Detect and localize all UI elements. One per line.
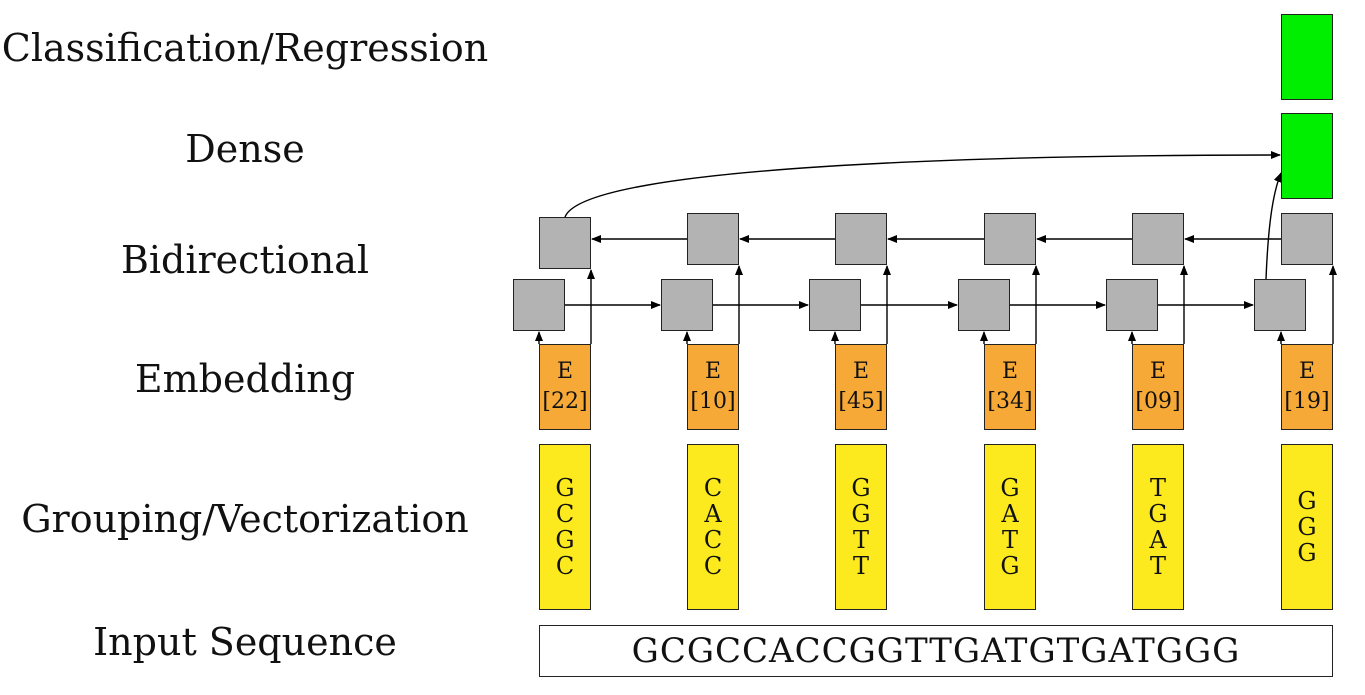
embedding-box: E [22] (539, 344, 591, 430)
base-letter: G (555, 474, 575, 502)
dense-box (1281, 113, 1333, 199)
embedding-box: E [09] (1132, 344, 1184, 430)
label-dense: Dense (185, 127, 305, 171)
label-bidirectional: Bidirectional (120, 238, 370, 282)
embedding-letter: E (556, 359, 574, 384)
embedding-index: [10] (690, 389, 736, 414)
base-letter: T (852, 526, 869, 554)
group-box: T G A T (1132, 444, 1184, 610)
embedding-index: [22] (542, 389, 588, 414)
forward-cell (809, 279, 861, 331)
base-letter: C (555, 552, 575, 580)
embedding-box: E [10] (687, 344, 739, 430)
base-letter: A (1001, 500, 1019, 528)
output-box (1281, 14, 1333, 100)
backward-to-dense-arrow (564, 151, 1281, 218)
embedding-letter: E (704, 359, 722, 384)
forward-to-dense-arrow (1265, 172, 1282, 280)
backward-cell (1132, 213, 1184, 265)
label-embedding: Embedding (134, 357, 356, 401)
embedding-box: E [19] (1281, 344, 1333, 430)
forward-cell (661, 279, 713, 331)
embedding-letter: E (1001, 359, 1019, 384)
base-letter: T (852, 552, 869, 580)
base-letter: T (1149, 552, 1166, 580)
backward-cell (539, 217, 591, 269)
embedding-box: E [45] (835, 344, 887, 430)
group-box: G C G C (539, 444, 591, 610)
base-letter: A (704, 500, 722, 528)
embedding-index: [19] (1284, 389, 1330, 414)
embedding-index: [34] (987, 389, 1033, 414)
base-letter: G (1000, 552, 1020, 580)
backward-cell (984, 213, 1036, 265)
group-box: G A T G (984, 444, 1036, 610)
base-letter: G (555, 526, 575, 554)
group-box: G G G (1281, 444, 1333, 610)
label-grouping: Grouping/Vectorization (21, 497, 469, 541)
embedding-box: E [34] (984, 344, 1036, 430)
forward-cell (1106, 279, 1158, 331)
input-sequence-box: GCGCCACCGGTTGATGTGATGGG (539, 625, 1333, 677)
embedding-letter: E (852, 359, 870, 384)
forward-cell (958, 279, 1010, 331)
embedding-letter: E (1298, 359, 1316, 384)
embedding-letter: E (1149, 359, 1167, 384)
base-letter: G (1148, 500, 1168, 528)
embedding-index: [45] (838, 389, 884, 414)
backward-cell (1281, 213, 1333, 265)
base-letter: G (1297, 539, 1317, 567)
forward-cell (1254, 279, 1306, 331)
base-letter: C (703, 526, 723, 554)
base-letter: T (1149, 474, 1166, 502)
forward-cell (513, 279, 565, 331)
base-letter: C (703, 474, 723, 502)
base-letter: G (851, 500, 871, 528)
base-letter: G (1297, 487, 1317, 515)
label-input: Input Sequence (93, 620, 397, 664)
embedding-index: [09] (1135, 389, 1181, 414)
backward-cell (835, 213, 887, 265)
label-classification: Classification/Regression (1, 26, 489, 70)
group-box: C A C C (687, 444, 739, 610)
base-letter: G (1297, 513, 1317, 541)
base-letter: T (1001, 526, 1018, 554)
base-letter: G (1000, 474, 1020, 502)
base-letter: C (703, 552, 723, 580)
backward-cell (687, 213, 739, 265)
base-letter: G (851, 474, 871, 502)
base-letter: C (555, 500, 575, 528)
base-letter: A (1149, 526, 1167, 554)
group-box: G G T T (835, 444, 887, 610)
input-sequence-text: GCGCCACCGGTTGATGTGATGGG (631, 631, 1241, 671)
